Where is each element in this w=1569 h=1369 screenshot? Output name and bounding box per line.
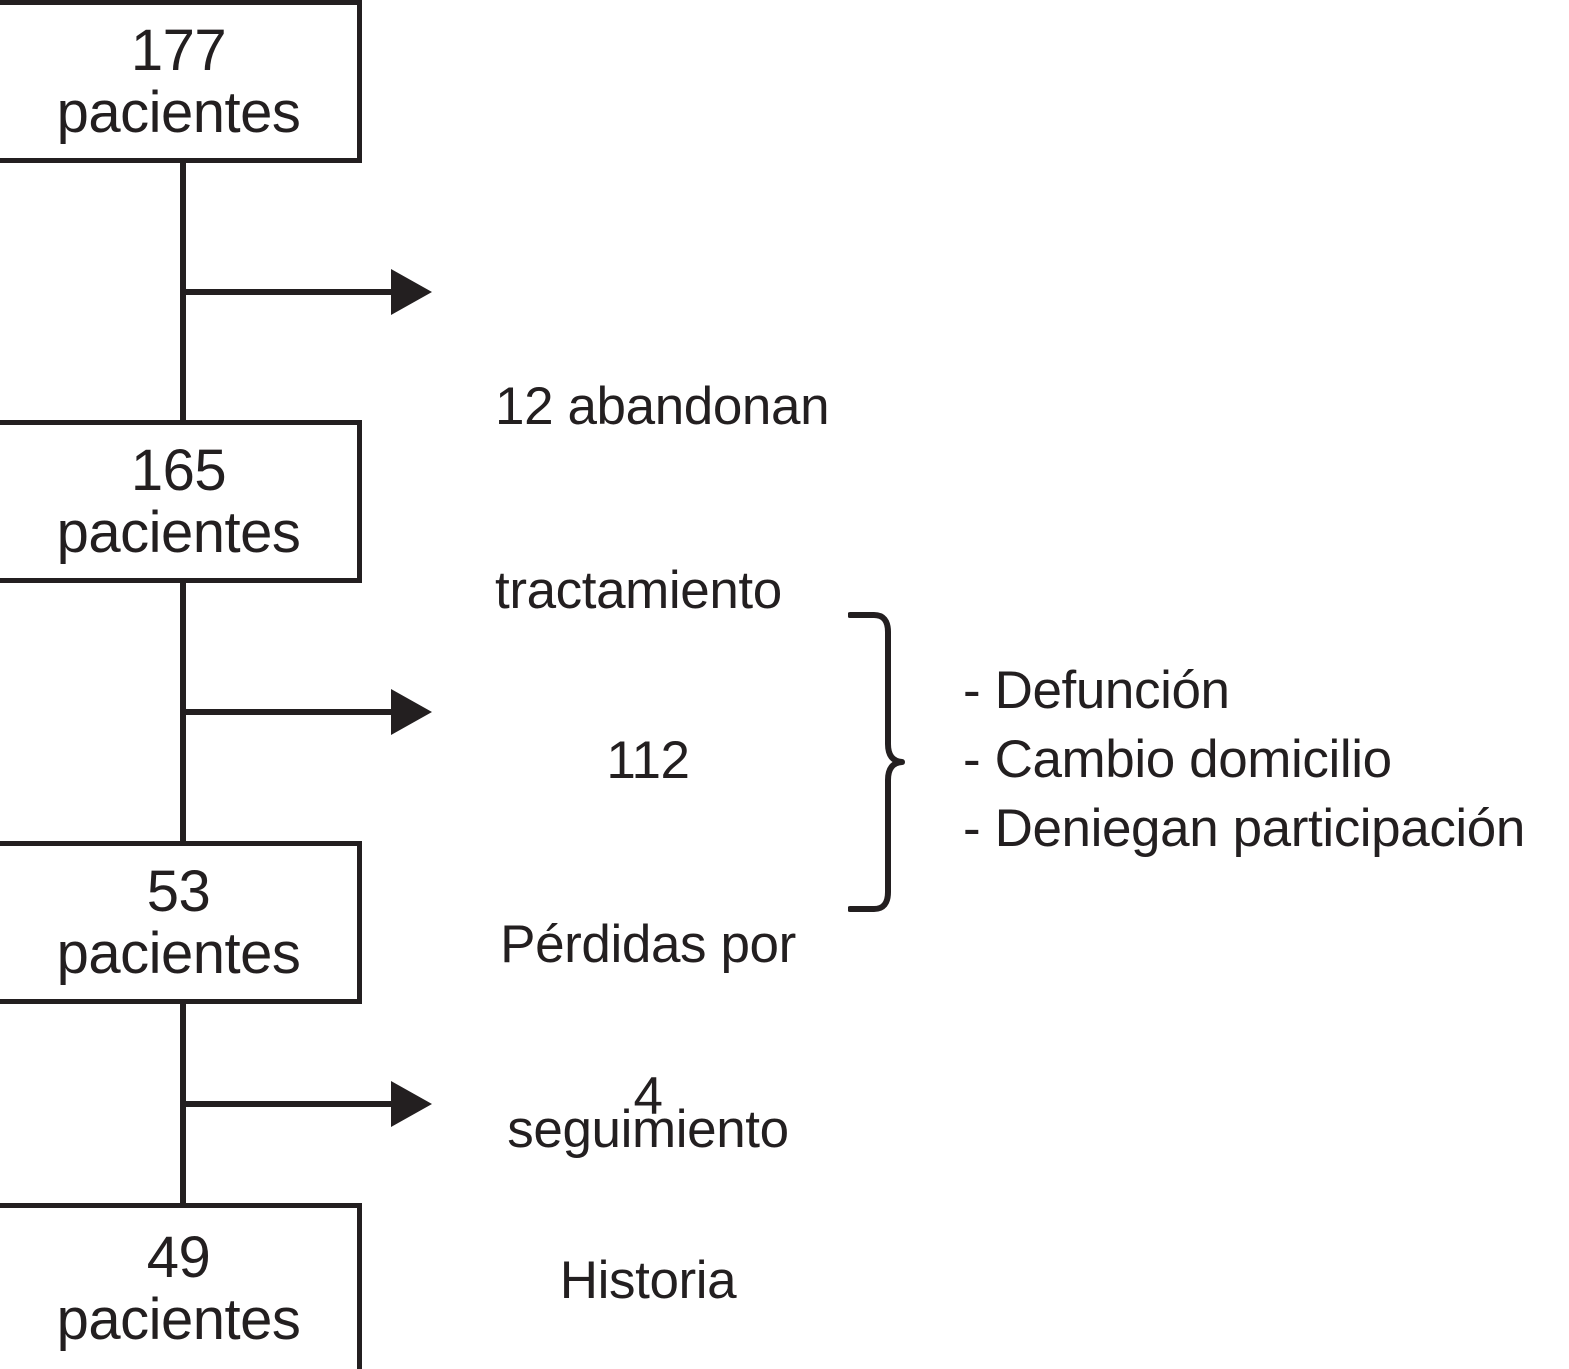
brace-reason-list: - Defunción - Cambio domicilio - Deniega… — [963, 657, 1525, 864]
exclusion-label-abandonan: 12 abandonan tractamiento — [495, 253, 830, 745]
node-unit-49: pacientes — [56, 1286, 301, 1352]
list-item: - Deniegan participación — [963, 798, 1525, 858]
list-item: - Cambio domicilio — [963, 729, 1392, 789]
node-box-49-pacientes: 49 pacientes — [0, 1203, 362, 1369]
node-unit-177: pacientes — [56, 79, 301, 145]
node-count-165: 165 — [130, 438, 227, 504]
node-unit-165: pacientes — [56, 499, 301, 565]
exclusion-label-line-2: Historia — [559, 1251, 737, 1311]
exclusion-label-line-1: 112 — [606, 730, 690, 790]
exclusion-label-line-2: tractamiento — [495, 561, 782, 621]
exclusion-label-perdidas: 112 Pérdidas por seguimiento — [478, 607, 818, 1283]
exclusion-label-line-1: 12 abandonan — [495, 376, 830, 436]
arrow-shaft — [183, 1101, 395, 1107]
node-box-177-pacientes: 177 pacientes — [0, 0, 362, 163]
exclusion-label-line-1: 4 — [633, 1066, 663, 1126]
node-unit-53: pacientes — [56, 920, 301, 986]
arrow-shaft — [183, 289, 395, 295]
exclusion-label-line-3: seguimiento — [507, 1099, 789, 1159]
list-item: - Defunción — [963, 661, 1230, 720]
arrow-head-icon — [391, 269, 432, 315]
node-count-49: 49 — [146, 1225, 211, 1291]
node-box-53-pacientes: 53 pacientes — [0, 841, 362, 1004]
exclusion-label-historia: 4 Historia antigua incompleta — [498, 943, 798, 1369]
node-count-53: 53 — [146, 859, 211, 925]
arrow-shaft — [183, 709, 395, 715]
curly-brace-icon — [848, 612, 905, 912]
arrow-head-icon — [391, 689, 432, 735]
arrow-head-icon — [391, 1081, 432, 1127]
exclusion-label-line-2: Pérdidas por — [500, 915, 796, 975]
node-count-177: 177 — [130, 18, 227, 84]
node-box-165-pacientes: 165 pacientes — [0, 420, 362, 583]
